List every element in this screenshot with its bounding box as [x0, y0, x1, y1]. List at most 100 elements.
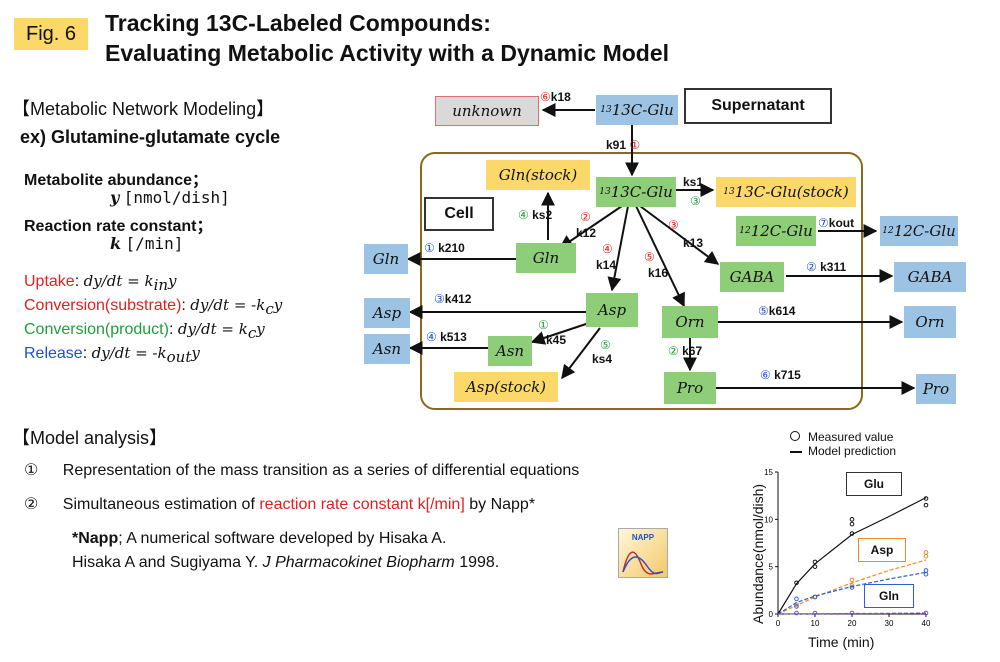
x-tick-label: 0: [776, 619, 781, 628]
rate-unit: [/min]: [125, 234, 184, 253]
edge-label-k14: k14: [596, 258, 617, 272]
data-point-asp: [849, 577, 855, 583]
edge-label-k45-num: ①: [538, 318, 549, 332]
data-point-series-3: [923, 610, 929, 616]
node-unknown: unknown: [435, 96, 539, 126]
edge-label-kout: ⑦kout: [818, 216, 855, 230]
arrow-ks4: [561, 327, 601, 380]
data-point-glu: [849, 531, 855, 536]
node-asn-cell: Asn: [488, 336, 532, 366]
edge-label-ks1: ks1: [683, 175, 704, 189]
data-point-gln: [849, 585, 855, 590]
edge-label-k14-num: ④: [602, 242, 613, 256]
napp-logo-curves: [622, 551, 664, 575]
edge-label-k13-num: ③: [668, 218, 679, 232]
data-point-glu: [923, 502, 929, 508]
node-asp-cell: Asp: [586, 293, 638, 327]
arrow-k16: [635, 205, 685, 308]
model-line-series-3: [777, 612, 927, 615]
edge-label-k614: ⑤k614: [758, 304, 796, 318]
edge-label-k210: ① k210: [424, 241, 465, 255]
node-pro-cell: Pro: [664, 372, 716, 404]
equation-conversion-product: Conversion(product): dy/dt = kcy: [24, 320, 265, 343]
data-point-gln: [812, 594, 818, 600]
arrow-k45: [530, 321, 593, 345]
edge-label-k12-num: ②: [580, 210, 591, 224]
napp-note: *Napp; A numerical software developed by…: [72, 530, 447, 547]
equation-conversion-substrate: Conversion(substrate): dy/dt = -kcy: [24, 296, 283, 319]
edge-label-k67: ② k67: [668, 344, 703, 358]
data-point-glu: [849, 521, 855, 527]
edge-label-k13: k13: [683, 236, 704, 250]
data-point-glu: [923, 496, 929, 501]
analysis-item-1: ① Representation of the mass transition …: [24, 462, 580, 479]
data-point-gln: [923, 571, 929, 577]
node-asn-out: Asn: [364, 334, 410, 364]
abundance-unit: [nmol/dish]: [123, 188, 230, 207]
data-point-glu: [812, 564, 818, 569]
title-line-1: Tracking 13C-Labeled Compounds:: [105, 10, 491, 36]
y-tick-label: 0: [769, 610, 774, 619]
x-tick-label: 30: [885, 619, 894, 628]
abundance-variable: y: [110, 188, 120, 207]
model-line-glu: [777, 497, 927, 615]
chart-legend: Measured value Model prediction: [790, 430, 896, 458]
node-asp-out: Asp: [364, 298, 410, 328]
modeling-example: ex) Glutamine-glutamate cycle: [20, 127, 281, 147]
edge-label-k18: ⑥k18: [540, 90, 571, 104]
node-asp-stock: Asp(stock): [454, 372, 558, 402]
data-point-glu: [812, 559, 818, 565]
data-point-glu: [849, 517, 855, 522]
node-gln-out: Gln: [364, 244, 408, 274]
data-point-gln: [923, 568, 929, 573]
supernatant-label: Supernatant: [684, 88, 832, 124]
analysis-item-2: ② Simultaneous estimation of reaction ra…: [24, 496, 536, 513]
chart-series: [777, 496, 929, 616]
data-point-series-3: [794, 610, 799, 616]
edge-label-ks2: ④ ks2: [518, 208, 553, 222]
edge-label-k91: k91 ①: [606, 138, 641, 152]
edge-label-k311: ② k311: [806, 260, 847, 274]
series-label-asp: Asp: [858, 538, 906, 562]
equation-list: Uptake: dy/dt = kiny Conversion(substrat…: [24, 272, 282, 368]
data-point-series-3: [849, 610, 855, 616]
data-point-glu: [794, 580, 799, 586]
edge-label-k513: ④ k513: [426, 330, 467, 344]
modeling-heading: 【Metabolic Network Modeling】: [12, 99, 275, 119]
rate-unit-line: k [/min]: [110, 234, 183, 254]
node-gln-stock: Gln(stock): [486, 160, 590, 190]
node-orn-cell: Orn: [662, 306, 718, 338]
abundance-unit-line: y [nmol/dish]: [110, 188, 230, 208]
arrow-k14: [607, 205, 629, 292]
arrow-k12: [558, 205, 623, 249]
edge-label-k16-num: ⑤: [644, 250, 655, 264]
edge-label-k12: k12: [576, 226, 597, 240]
edge-label-k412: ③k412: [434, 292, 472, 306]
citation: Hisaka A and Sugiyama Y. J Pharmacokinet…: [72, 554, 500, 571]
page-title: Tracking 13C-Labeled Compounds: Evaluati…: [105, 8, 669, 68]
node-gaba-cell: GABA: [720, 262, 784, 292]
chart-x-axis-label: Time (min): [808, 634, 875, 650]
data-point-gln: [794, 596, 799, 602]
series-label-glu: Glu: [846, 472, 902, 496]
figure-number-label: Fig. 6: [14, 18, 88, 50]
legend-model: Model prediction: [790, 444, 896, 458]
node-gln-cell: Gln: [516, 243, 576, 273]
x-tick-label: 10: [811, 619, 820, 628]
equation-uptake: Uptake: dy/dt = kiny: [24, 272, 177, 295]
data-point-gln: [794, 604, 799, 609]
edge-label-ks4: ks4: [592, 352, 613, 366]
legend-measured: Measured value: [790, 430, 896, 444]
chart-y-axis-label: Abundance(nmol/dish): [750, 483, 766, 624]
cell-label: Cell: [424, 197, 494, 231]
node-gaba-out: GABA: [894, 262, 966, 292]
data-point-asp: [923, 553, 929, 559]
node-pro-out: Pro: [916, 374, 956, 404]
rate-variable: k: [110, 234, 122, 253]
series-label-gln: Gln: [864, 584, 914, 608]
